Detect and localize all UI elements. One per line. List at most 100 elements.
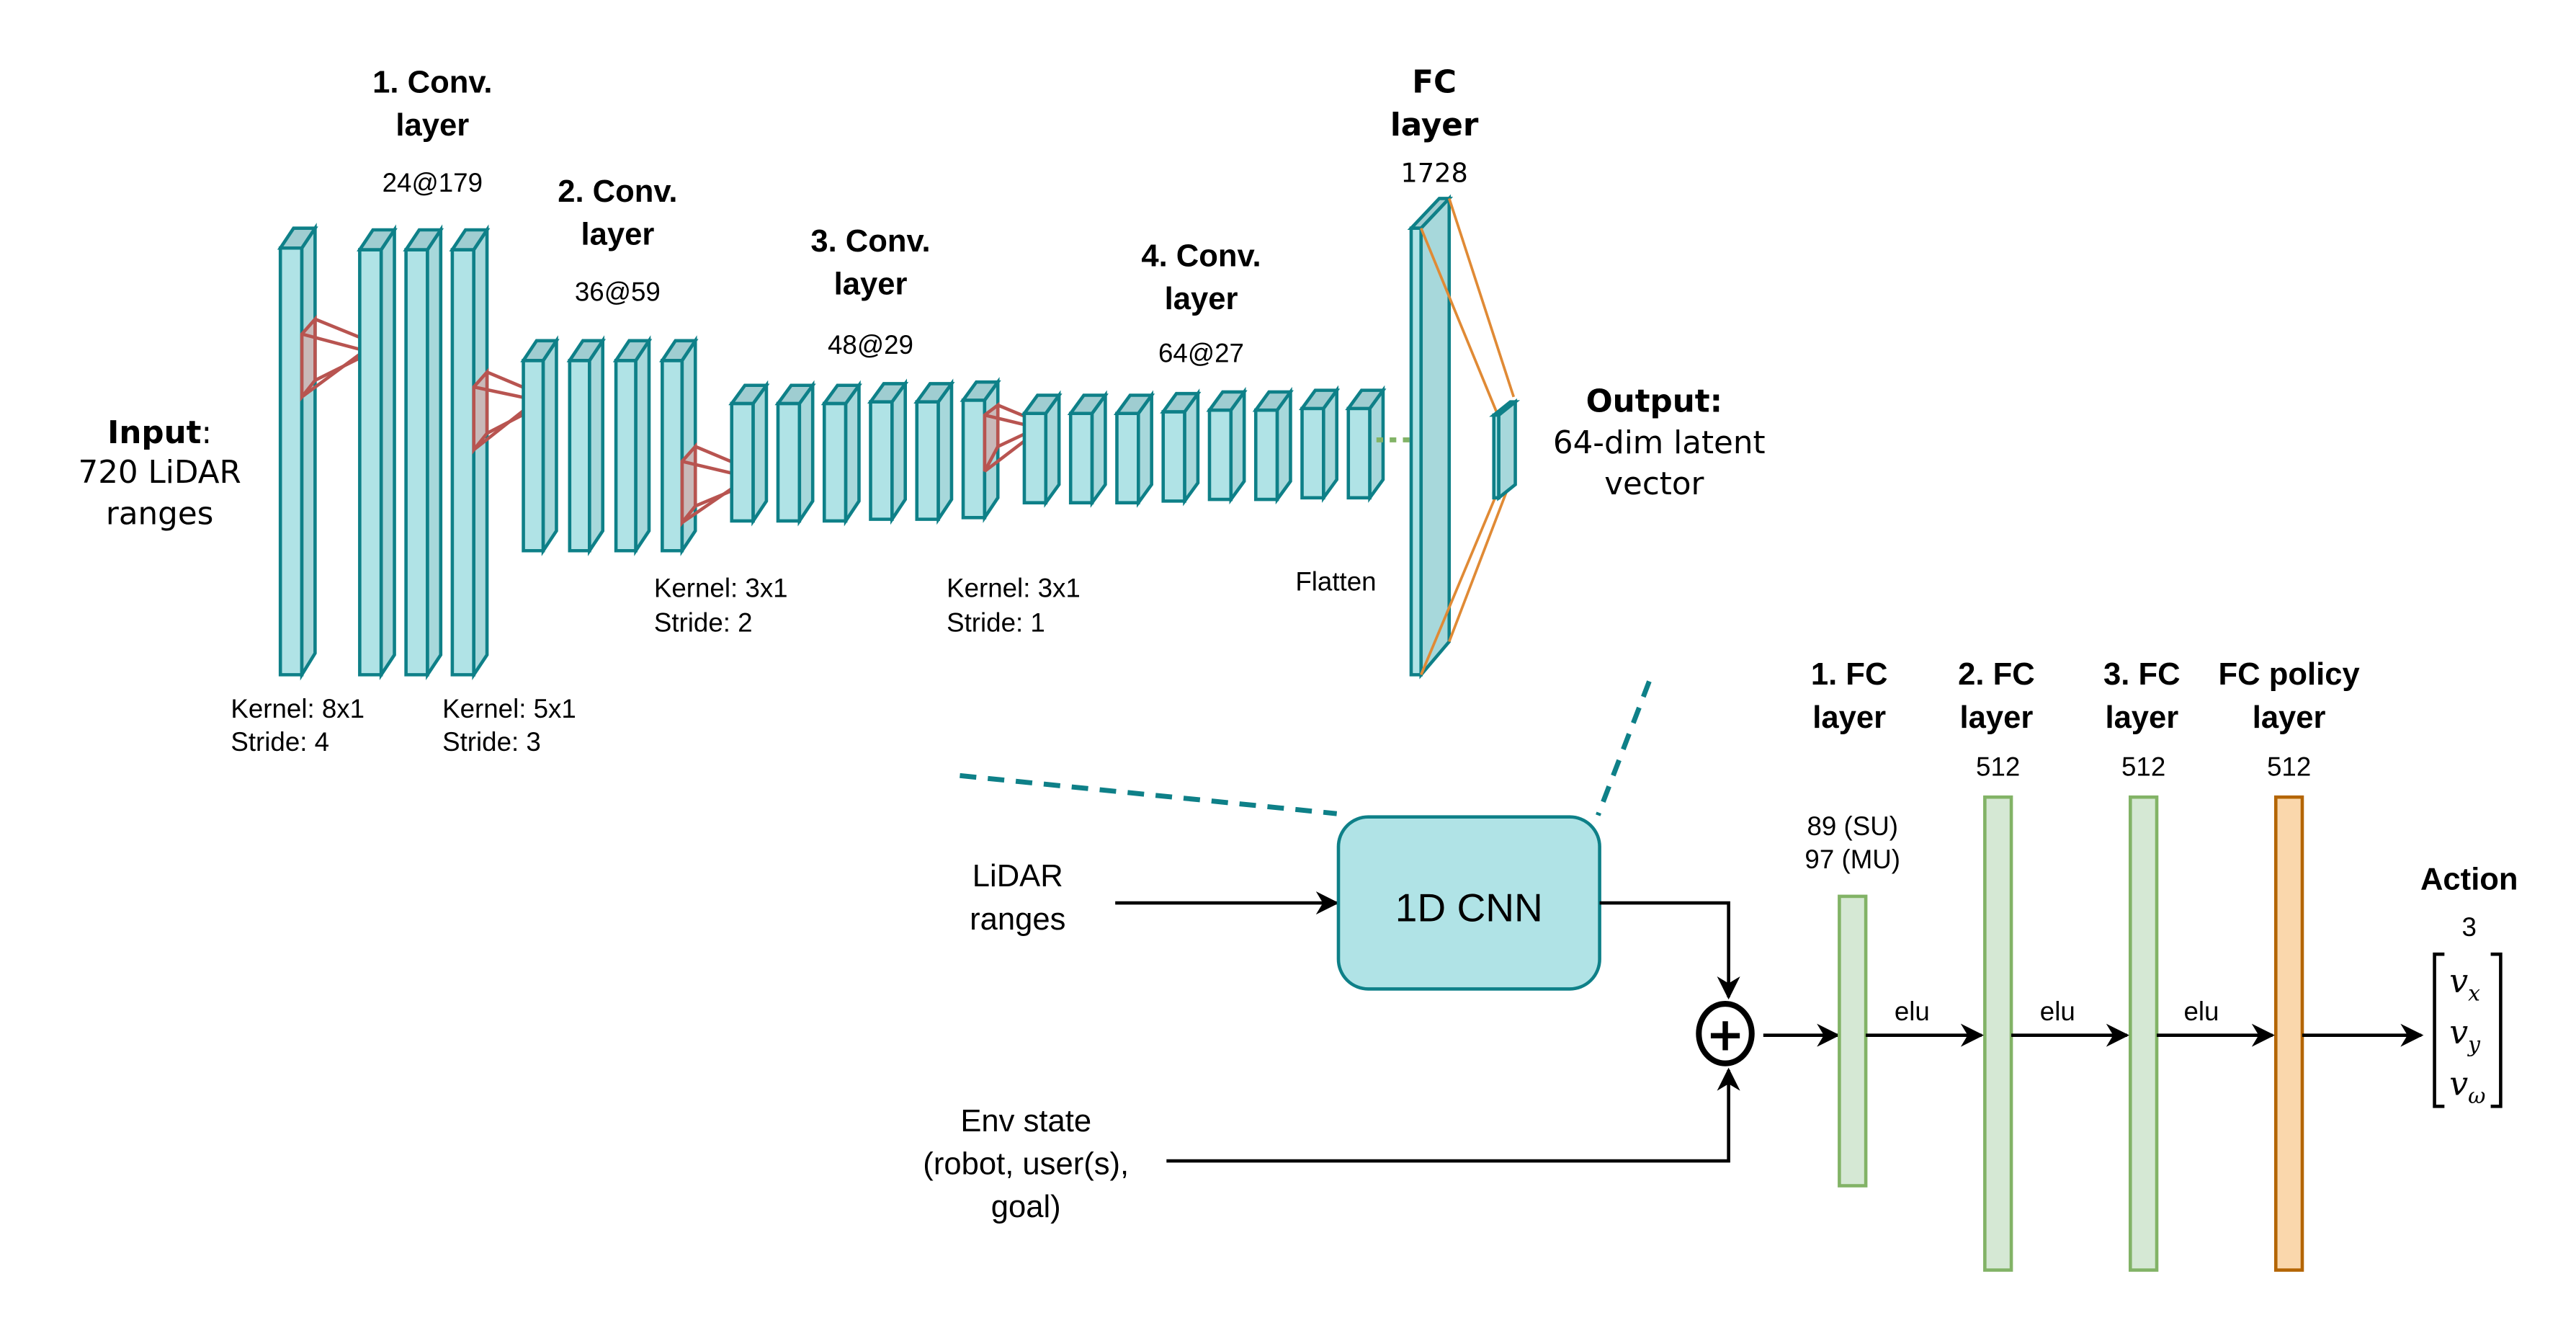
action-vomega: vω <box>2449 1064 2485 1108</box>
fc-layer-slab <box>1407 194 1454 680</box>
input-line1: 720 LiDAR <box>78 455 241 491</box>
input-line2: ranges <box>106 496 213 533</box>
zoom-guide-left <box>960 772 1338 816</box>
cnn-block-label: 1D CNN <box>1395 885 1543 930</box>
fc-layer-label: FC layer 1728 <box>1390 65 1479 189</box>
conv2-feature-maps <box>520 335 699 556</box>
action-output: Action 3 vx vy vω <box>2420 863 2518 1109</box>
svg-text:Output:: Output: <box>1586 383 1722 419</box>
svg-text:Stride: 4: Stride: 4 <box>231 727 329 757</box>
activation-1: elu <box>1895 997 1930 1026</box>
conv3-shape: 48@29 <box>828 330 913 360</box>
svg-text:512: 512 <box>2121 752 2165 781</box>
fc1-bar <box>1838 894 1868 1188</box>
svg-text:Kernel: 3x1: Kernel: 3x1 <box>947 573 1081 602</box>
conv3-label: 3. Conv. layer 48@29 <box>810 224 930 360</box>
svg-text:3. FC: 3. FC <box>2103 657 2181 692</box>
conv4-label: 4. Conv. layer 64@27 <box>1141 239 1261 368</box>
svg-text:3. Conv.: 3. Conv. <box>810 224 930 259</box>
conv2-shape: 36@59 <box>575 277 661 307</box>
svg-text:2. FC: 2. FC <box>1958 657 2035 692</box>
fc2-bar <box>1983 795 2013 1272</box>
fc-connections <box>1420 197 1516 676</box>
conv2-label: 2. Conv. layer 36@59 <box>558 174 677 307</box>
svg-text:Stride: 3: Stride: 3 <box>442 727 541 757</box>
cnn-block: 1D CNN <box>1336 815 1601 991</box>
left-bracket <box>2433 952 2445 1108</box>
svg-text:1. FC: 1. FC <box>1811 657 1888 692</box>
svg-text:layer: layer <box>581 218 654 252</box>
svg-text:layer: layer <box>834 267 908 302</box>
svg-text:64-dim latent: 64-dim latent <box>1553 425 1766 461</box>
cnn-to-concat-arrow <box>1599 901 1740 1000</box>
conv2-kernel-stride: Kernel: 5x1 Stride: 3 <box>442 694 576 757</box>
policy-bar <box>2273 795 2304 1272</box>
lidar-input-label: LiDAR ranges <box>970 859 1065 937</box>
activation-3: elu <box>2183 997 2219 1026</box>
svg-text:Stride: 2: Stride: 2 <box>654 608 753 638</box>
policy-label: FC policy layer 512 <box>2219 657 2361 781</box>
svg-text:Input:: Input: <box>107 415 212 451</box>
input-feature-map <box>277 223 318 681</box>
action-title: Action <box>2420 863 2518 897</box>
svg-text:ranges: ranges <box>970 902 1065 937</box>
svg-text:Kernel: 5x1: Kernel: 5x1 <box>442 694 576 723</box>
svg-text:layer: layer <box>1812 700 1886 735</box>
conv1-map <box>357 224 398 680</box>
conv1-map <box>403 224 444 680</box>
svg-text:+: + <box>1706 1007 1745 1061</box>
fc2-label: 2. FC layer 512 <box>1958 657 2035 781</box>
svg-text:FC: FC <box>1412 65 1457 101</box>
conv1-shape: 24@179 <box>383 168 483 197</box>
fc3-bar <box>2129 795 2159 1272</box>
svg-text:97 (MU): 97 (MU) <box>1804 845 1900 874</box>
conv1-kernel-stride: Kernel: 8x1 Stride: 4 <box>231 694 365 757</box>
svg-text:FC policy: FC policy <box>2219 657 2361 692</box>
input-title: Input <box>107 415 201 451</box>
svg-text:Kernel: 3x1: Kernel: 3x1 <box>654 573 788 602</box>
svg-text:Env state: Env state <box>960 1104 1091 1139</box>
conv4-kernel-stride: Kernel: 3x1 Stride: 1 <box>947 573 1081 637</box>
action-vy: vy <box>2449 1012 2481 1057</box>
activation-2: elu <box>2040 997 2075 1026</box>
output-vector-slab <box>1489 398 1521 502</box>
svg-text:Stride: 1: Stride: 1 <box>947 608 1045 638</box>
flatten-label: Flatten <box>1295 566 1376 596</box>
fc-size: 1728 <box>1400 157 1467 188</box>
svg-text:512: 512 <box>1976 752 2020 781</box>
action-size: 3 <box>2462 912 2477 942</box>
svg-text:4. Conv.: 4. Conv. <box>1141 239 1261 273</box>
output-label: Output: 64-dim latent vector <box>1553 383 1766 502</box>
svg-text:512: 512 <box>2267 752 2311 781</box>
svg-text:(robot, user(s),: (robot, user(s), <box>923 1146 1129 1181</box>
svg-text:layer: layer <box>1165 282 1238 316</box>
svg-text:2. Conv.: 2. Conv. <box>558 174 677 209</box>
conv1-feature-maps <box>357 224 491 680</box>
env-input-label: Env state (robot, user(s), goal) <box>923 1104 1129 1224</box>
action-vx: vx <box>2449 961 2480 1006</box>
svg-text:layer: layer <box>2253 700 2326 735</box>
fc3-label: 3. FC layer 512 <box>2103 657 2181 781</box>
concat-icon: + <box>1696 1001 1755 1066</box>
zoom-guide-right <box>1596 680 1652 816</box>
input-label: Input: 720 LiDAR ranges <box>78 415 241 532</box>
svg-text:1. Conv.: 1. Conv. <box>372 66 492 100</box>
svg-text:vector: vector <box>1604 466 1704 502</box>
svg-text:layer: layer <box>1390 107 1479 143</box>
svg-text:layer: layer <box>2105 700 2178 735</box>
conv4-feature-maps <box>1021 385 1387 508</box>
env-to-concat-arrow <box>1166 1067 1740 1163</box>
fc1-label: 1. FC layer 89 (SU) 97 (MU) <box>1804 657 1900 874</box>
conv1-map <box>449 224 491 680</box>
svg-text:layer: layer <box>1960 700 2034 735</box>
svg-text:layer: layer <box>395 108 469 143</box>
right-bracket <box>2490 952 2503 1108</box>
kernel-4 <box>983 401 1027 473</box>
conv3-kernel-stride: Kernel: 3x1 Stride: 2 <box>654 573 788 637</box>
svg-text:goal): goal) <box>991 1190 1061 1224</box>
svg-text:89 (SU): 89 (SU) <box>1807 811 1898 841</box>
svg-text:Kernel: 8x1: Kernel: 8x1 <box>231 694 365 723</box>
conv4-shape: 64@27 <box>1158 339 1244 368</box>
conv1-label: 1. Conv. layer 24@179 <box>372 66 492 198</box>
